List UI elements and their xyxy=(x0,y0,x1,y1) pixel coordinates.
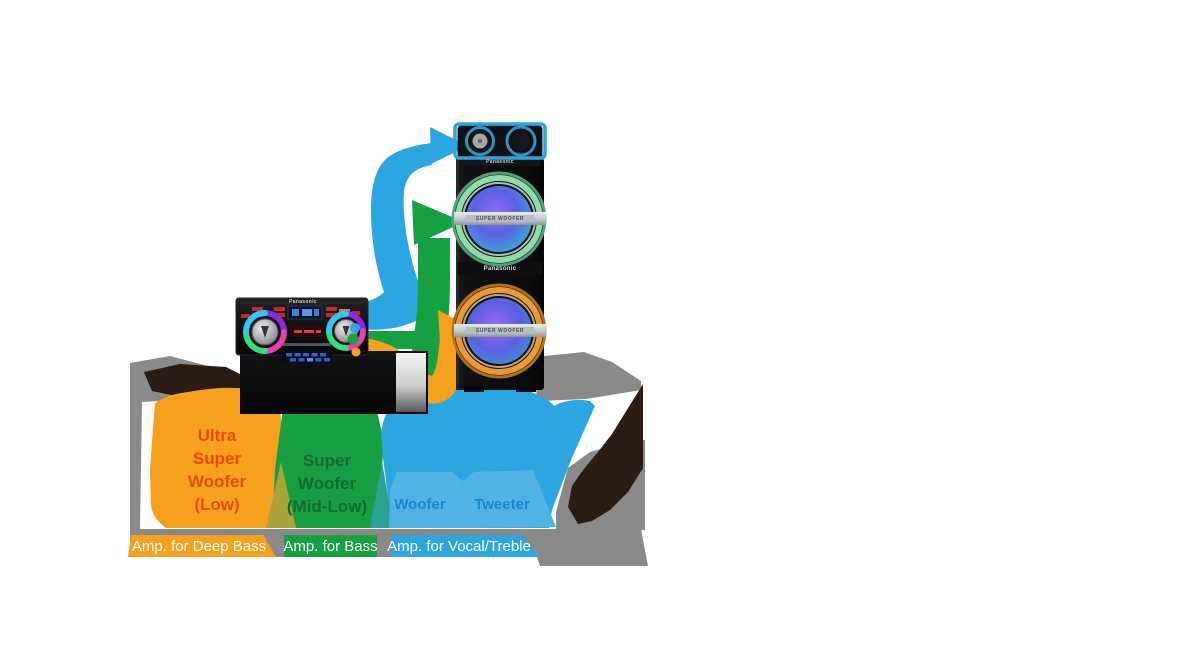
tower-divider-2 xyxy=(458,262,542,275)
tweeter-highlight-box xyxy=(453,122,547,160)
output-dot-blue xyxy=(350,323,360,333)
red-readout-segment xyxy=(304,330,314,333)
amp-overlap-teal xyxy=(370,462,394,528)
main-unit-top-trim xyxy=(240,299,364,304)
tweeter-section xyxy=(457,125,543,159)
knob-pointer xyxy=(261,326,269,338)
bar-vocal-treble xyxy=(391,535,539,557)
red-readout-segment xyxy=(294,330,302,333)
tweeter-cone-right xyxy=(512,132,530,150)
keypad-lights xyxy=(282,351,332,363)
output-dot-orange xyxy=(351,347,361,357)
amp-shapes xyxy=(150,382,595,528)
silver-strip xyxy=(283,343,331,346)
super-woofer-mid-speaker xyxy=(451,171,547,267)
display-segment xyxy=(302,309,312,316)
red-readout-segment xyxy=(316,330,321,333)
amp-overlap-olive xyxy=(266,462,296,528)
tower-foot xyxy=(516,386,536,392)
knob-pointer xyxy=(342,326,350,336)
amp-shape-bass xyxy=(272,389,384,528)
tower-foot xyxy=(464,386,484,392)
tower-edge-light xyxy=(456,158,459,390)
woofer-panel xyxy=(389,472,463,528)
signal-arrowhead-blue xyxy=(430,127,468,164)
display-segment xyxy=(314,309,319,316)
display-segment xyxy=(292,309,299,316)
output-dot-green xyxy=(347,333,359,345)
super-woofer-low-speaker xyxy=(451,283,547,379)
main-unit xyxy=(235,297,428,414)
speaker-bar-slot xyxy=(466,215,534,222)
amp-bars xyxy=(128,535,539,557)
signal-arrowhead-green xyxy=(412,200,464,245)
tower-divider-1 xyxy=(460,157,540,166)
bar-deep-bass xyxy=(128,535,276,557)
tweeter-dustcap-left xyxy=(478,139,482,143)
amp-shape-deep-bass xyxy=(150,387,281,528)
speaker-bar-slot xyxy=(466,327,534,334)
volume-knob-left xyxy=(243,310,287,354)
remnant-blob-right xyxy=(568,384,643,524)
bar-bass xyxy=(284,535,377,557)
tweeter-panel xyxy=(461,470,556,528)
signal-band-blue xyxy=(362,143,433,330)
main-unit-pedestal-highlight xyxy=(396,353,426,412)
speaker-tower xyxy=(451,122,547,392)
